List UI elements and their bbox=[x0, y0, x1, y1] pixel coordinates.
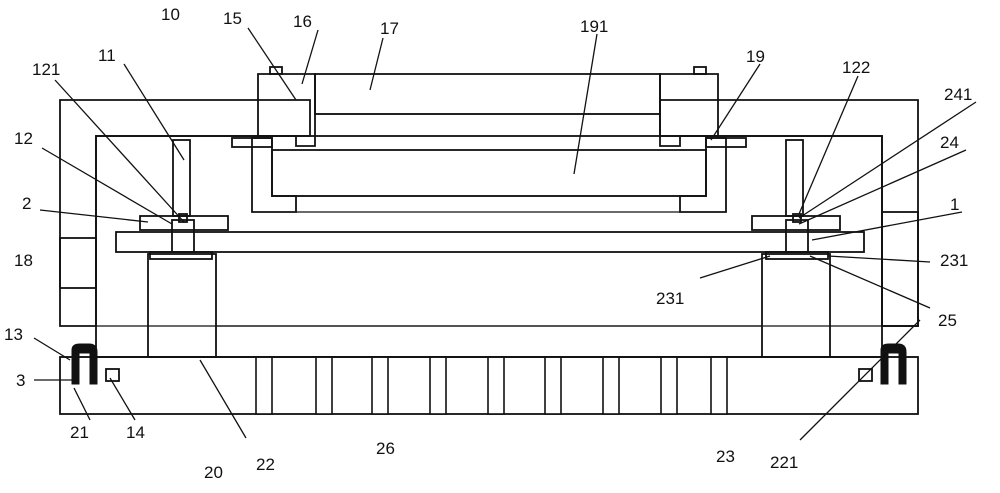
callout-labels: 10 15 16 17 191 19 122 121 11 241 12 24 … bbox=[4, 5, 972, 482]
label-21: 21 bbox=[70, 423, 89, 442]
label-12: 12 bbox=[14, 129, 33, 148]
label-2: 2 bbox=[22, 194, 31, 213]
label-121: 121 bbox=[32, 60, 60, 79]
label-11: 11 bbox=[98, 46, 116, 65]
label-24: 24 bbox=[940, 133, 959, 152]
wafer bbox=[115, 231, 865, 253]
label-22: 22 bbox=[256, 455, 275, 474]
label-221: 221 bbox=[770, 453, 798, 472]
seal-right bbox=[880, 343, 907, 385]
label-241: 241 bbox=[944, 85, 972, 104]
seal-left bbox=[71, 343, 98, 385]
label-14: 14 bbox=[126, 423, 145, 442]
label-231-left: 231 bbox=[656, 289, 684, 308]
label-231-right: 231 bbox=[940, 251, 968, 270]
label-10: 10 bbox=[161, 5, 180, 24]
label-16: 16 bbox=[293, 12, 312, 31]
window bbox=[314, 73, 661, 115]
label-26: 26 bbox=[376, 439, 395, 458]
leader-lines bbox=[33, 27, 977, 441]
label-18: 18 bbox=[14, 251, 33, 270]
label-191: 191 bbox=[580, 17, 608, 36]
label-122: 122 bbox=[842, 58, 870, 77]
label-3: 3 bbox=[16, 371, 25, 390]
outer-housing bbox=[59, 99, 919, 327]
label-25: 25 bbox=[938, 311, 957, 330]
label-15: 15 bbox=[223, 9, 242, 28]
vent-slots bbox=[255, 356, 728, 415]
label-20: 20 bbox=[204, 463, 223, 482]
label-1: 1 bbox=[950, 195, 959, 214]
label-13: 13 bbox=[4, 325, 23, 344]
label-17: 17 bbox=[380, 19, 399, 38]
support-columns bbox=[147, 253, 831, 358]
label-19: 19 bbox=[746, 47, 765, 66]
label-23: 23 bbox=[716, 447, 735, 466]
